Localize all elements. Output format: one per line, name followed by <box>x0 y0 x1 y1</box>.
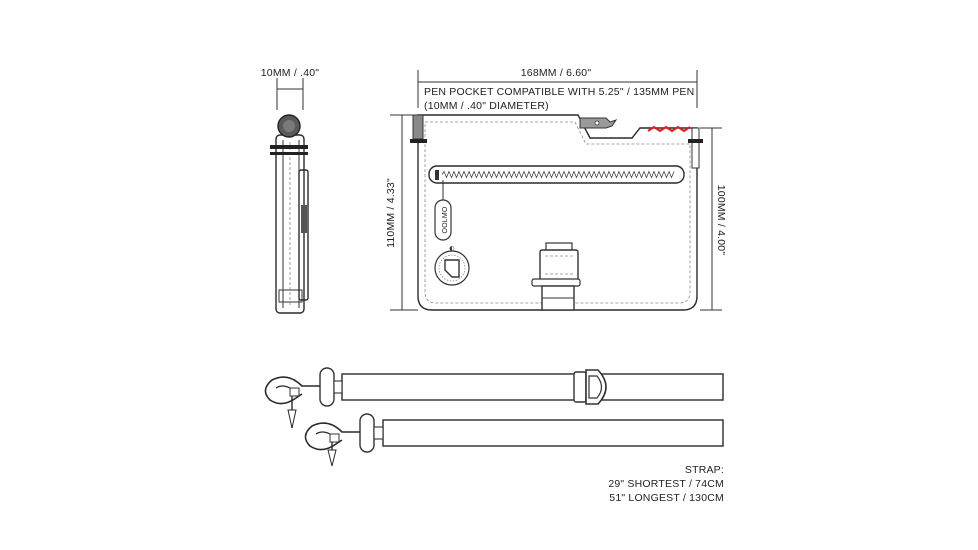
body-height-dimension: 100MM / 4.00" <box>700 127 727 311</box>
front-view: 168MM / 6.60" PEN POCKET COMPATIBLE WITH… <box>385 67 727 311</box>
strap-specs: STRAP: 29" SHORTEST / 74CM 51" LONGEST /… <box>608 464 724 504</box>
front-width-label: 168MM / 6.60" <box>521 67 592 79</box>
snap-hook-icon <box>264 376 320 429</box>
front-height-label: 110MM / 4.33" <box>385 178 397 248</box>
brand-logo-icon: ◐ <box>434 245 470 286</box>
snap-hook-icon <box>304 422 360 467</box>
brand-tag-label: OOLMO <box>442 206 449 233</box>
d-ring-slider-icon <box>573 369 607 405</box>
front-width-dimension: 168MM / 6.60" <box>417 67 698 108</box>
side-width-dimension: 10MM / .40" <box>261 67 320 110</box>
buckle-closure <box>531 242 581 311</box>
side-view: 10MM / .40" <box>261 67 320 314</box>
pen-pocket-note-line1: PEN POCKET COMPATIBLE WITH 5.25" / 135MM… <box>424 86 694 98</box>
strap-long <box>264 367 724 429</box>
pen-accent <box>647 125 691 133</box>
pouch-body <box>410 114 703 311</box>
zipper <box>428 165 685 184</box>
strap-specs-title: STRAP: <box>685 464 724 476</box>
strap-longest-spec: 51" LONGEST / 130CM <box>609 492 724 504</box>
strap-shortest-spec: 29" SHORTEST / 74CM <box>608 478 724 490</box>
svg-text:◐: ◐ <box>449 245 454 252</box>
pen-pocket-note-line2: (10MM / .40" DIAMETER) <box>424 100 549 112</box>
strap-short <box>304 413 724 467</box>
side-width-label: 10MM / .40" <box>261 67 320 79</box>
front-height-dimension: 110MM / 4.33" <box>385 114 418 311</box>
zipper-pull-tag: OOLMO <box>434 180 452 241</box>
body-height-label: 100MM / 4.00" <box>715 185 727 256</box>
side-profile <box>270 114 309 314</box>
